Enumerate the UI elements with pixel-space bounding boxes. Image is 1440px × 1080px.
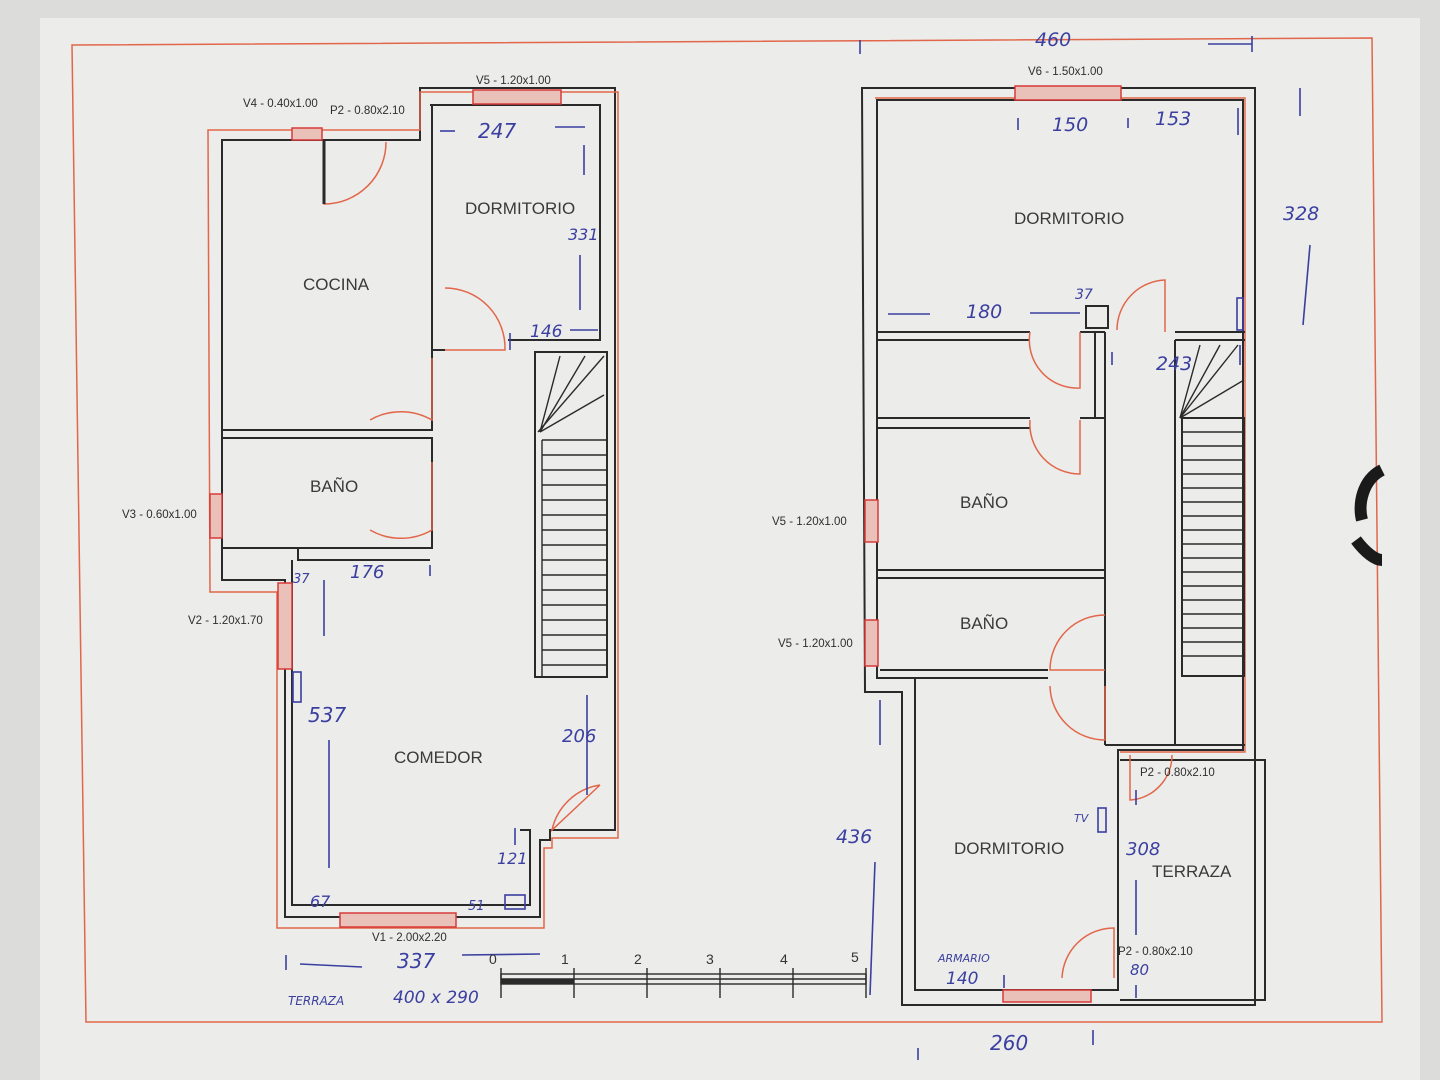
opening-label-p2: P2 - 0.80x2.10 xyxy=(330,105,405,117)
dim-153: 153 xyxy=(1155,108,1191,130)
upper-stairs xyxy=(1181,417,1245,677)
upper-door-bath1 xyxy=(1028,331,1081,389)
room-label-comedor: COMEDOR xyxy=(394,748,483,767)
upper-door-terrace-top xyxy=(1129,754,1173,801)
closet-box xyxy=(1085,305,1109,329)
dim-150: 150 xyxy=(1052,114,1088,136)
upper-door-bed2 xyxy=(1049,685,1106,741)
window-v5b xyxy=(864,619,879,667)
dim-37-upper: 37 xyxy=(1075,287,1093,303)
upper-door-bath2 xyxy=(1029,419,1081,475)
ground-pen-marks xyxy=(285,126,598,970)
dim-176: 176 xyxy=(350,562,384,583)
dim-206: 206 xyxy=(562,726,596,747)
upper-door-bath3 xyxy=(1049,614,1106,671)
ground-outer-redline xyxy=(207,91,619,929)
upper-outer-wall xyxy=(860,87,1256,1006)
scale-tick-1: 1 xyxy=(561,951,569,967)
dim-308: 308 xyxy=(1126,839,1160,860)
window-v6 xyxy=(1014,85,1122,101)
dim-436: 436 xyxy=(836,826,872,848)
ground-floor-plan xyxy=(207,87,619,929)
window-v1 xyxy=(339,912,457,928)
stair-treads xyxy=(537,355,607,677)
dim-140: 140 xyxy=(946,969,978,989)
dim-37: 37 xyxy=(293,572,310,587)
bedroom-walls xyxy=(430,104,601,341)
window-v4 xyxy=(291,127,323,141)
door-arc-patio xyxy=(550,784,601,833)
opening-label-v5a: V5 - 1.20x1.00 xyxy=(772,516,847,528)
bath-bottom-wall xyxy=(222,547,430,561)
upper-hall-wall xyxy=(1105,331,1245,746)
upper-stair-treads xyxy=(1179,344,1245,657)
room-label-bano-2: BAÑO xyxy=(960,614,1008,633)
dim-537: 537 xyxy=(308,703,346,727)
window-v5 xyxy=(472,89,562,105)
dim-67: 67 xyxy=(310,892,331,911)
scale-tick-2: 2 xyxy=(634,951,642,967)
window-bottom xyxy=(1002,989,1092,1003)
dim-260: 260 xyxy=(990,1031,1028,1055)
edge-mark xyxy=(1351,464,1386,566)
scale-tick-4: 4 xyxy=(780,951,788,967)
room-label-dormitorio-bottom: DORMITORIO xyxy=(954,839,1064,858)
window-v5a xyxy=(864,499,879,543)
dim-247: 247 xyxy=(478,119,516,143)
scale-tick-0: 0 xyxy=(489,951,497,967)
dim-328: 328 xyxy=(1283,203,1319,225)
room-label-bano: BAÑO xyxy=(310,477,358,496)
hall-wall xyxy=(431,105,445,351)
sheet-border xyxy=(71,37,1383,1023)
door-arc-bath xyxy=(369,462,433,540)
room-label-dormitorio: DORMITORIO xyxy=(465,199,575,218)
dim-80: 80 xyxy=(1130,961,1149,979)
window-v2 xyxy=(277,582,293,670)
dim-331: 331 xyxy=(568,225,599,244)
note-tv: TV xyxy=(1074,812,1090,825)
opening-label-p2a: P2 - 0.80x2.10 xyxy=(1140,767,1215,779)
upper-door-terrace-bottom xyxy=(1061,927,1115,979)
terraza-note-label: TERRAZA xyxy=(288,994,344,1008)
room-label-dormitorio-top: DORMITORIO xyxy=(1014,209,1124,228)
scale-tick-5: 5 xyxy=(851,949,859,965)
note-armario: ARMARIO xyxy=(937,952,990,965)
opening-label-v5b: V5 - 1.20x1.00 xyxy=(778,638,853,650)
upper-bath-walls xyxy=(878,331,1106,745)
room-label-cocina: COCINA xyxy=(303,275,370,294)
upper-pen-marks xyxy=(859,36,1311,1060)
door-arc-kitchen xyxy=(369,358,433,422)
room-label-terraza: TERRAZA xyxy=(1152,862,1232,881)
opening-label-v1: V1 - 2.00x2.20 xyxy=(372,932,447,944)
dim-243: 243 xyxy=(1156,353,1192,375)
living-inner-wall xyxy=(291,560,531,906)
opening-label-v6: V6 - 1.50x1.00 xyxy=(1028,66,1103,78)
dim-337: 337 xyxy=(397,949,435,973)
dim-121: 121 xyxy=(497,849,528,868)
opening-label-v2: V2 - 1.20x1.70 xyxy=(188,615,263,627)
scale-bar xyxy=(500,968,867,998)
dim-180: 180 xyxy=(966,301,1002,323)
dim-460: 460 xyxy=(1035,29,1071,51)
dim-146: 146 xyxy=(530,322,563,342)
dim-51: 51 xyxy=(468,899,485,914)
upper-door-top xyxy=(1116,279,1166,332)
opening-label-v5: V5 - 1.20x1.00 xyxy=(476,75,551,87)
opening-label-p2b: P2 - 0.80x2.10 xyxy=(1118,946,1193,958)
door-arc-bedroom xyxy=(444,287,506,351)
window-v3 xyxy=(209,493,223,539)
upper-terrace-wall xyxy=(1120,759,1266,1001)
terraza-note-dims: 400 x 290 xyxy=(393,988,479,1008)
door-arc-entrance xyxy=(323,140,387,205)
opening-label-v4: V4 - 0.40x1.00 xyxy=(243,98,318,110)
scale-first-segment xyxy=(501,979,574,984)
scale-tick-3: 3 xyxy=(706,951,714,967)
room-label-bano-1: BAÑO xyxy=(960,493,1008,512)
ground-outer-wall xyxy=(221,87,616,918)
opening-label-v3: V3 - 0.60x1.00 xyxy=(122,509,197,521)
